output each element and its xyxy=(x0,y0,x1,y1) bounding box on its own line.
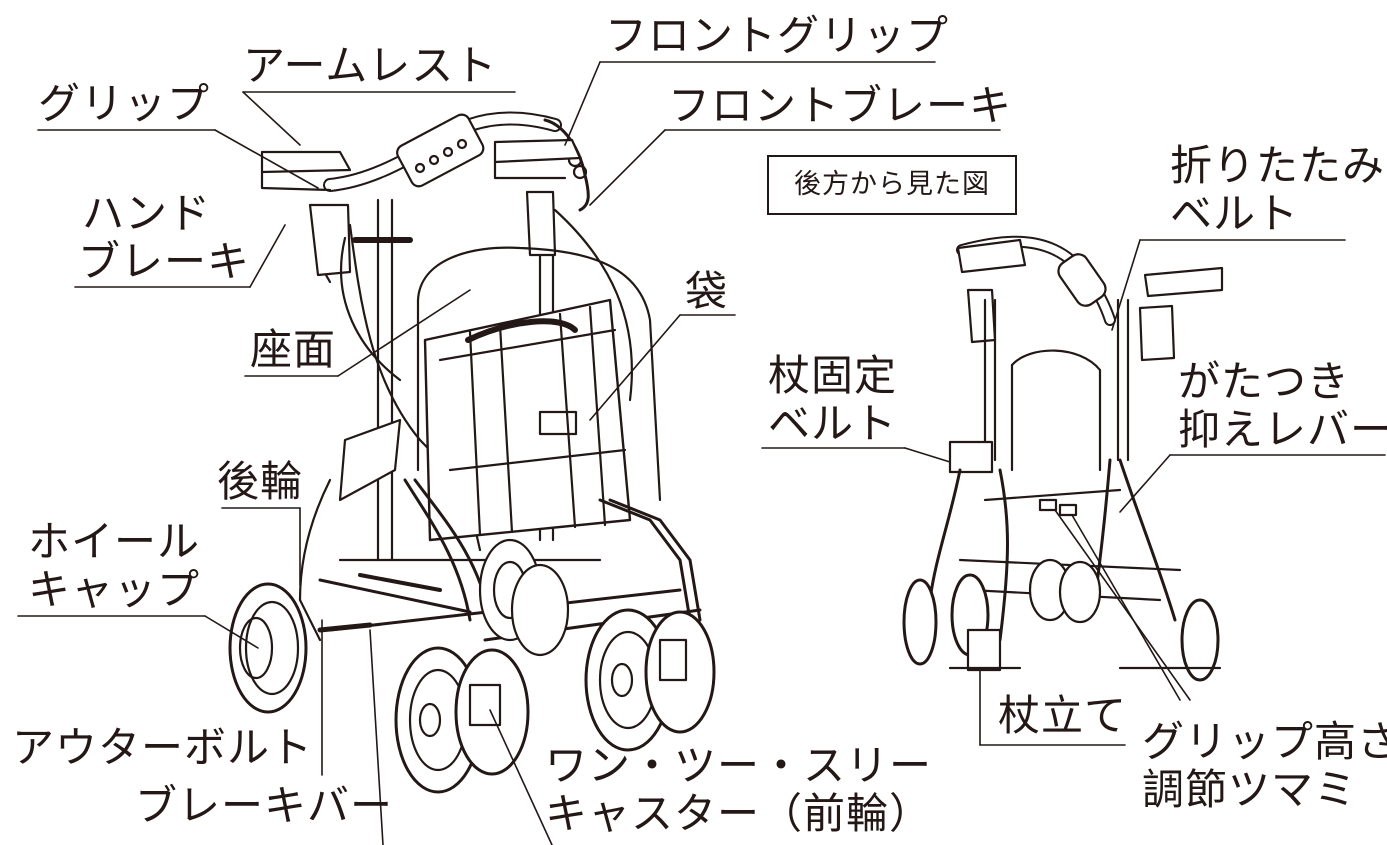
label-grip-height-line1: グリップ高さ xyxy=(1142,717,1387,766)
label-grip-height-line2: 調節ツマミ xyxy=(1142,765,1358,814)
label-fold-belt-line2: ベルト xyxy=(1170,189,1300,238)
label-cane-belt-line2: ベルト xyxy=(768,399,898,448)
label-front-grip: フロントグリップ xyxy=(605,11,950,60)
label-hand-brake-line2: ブレーキ xyxy=(78,237,251,286)
label-rattle-lever-line2: 抑えレバー xyxy=(1178,405,1387,454)
label-cane-stand: 杖立て xyxy=(998,691,1128,740)
label-front-brake: フロントブレーキ xyxy=(668,81,1013,130)
rear-view-caption-box: 後方から見た図 xyxy=(767,155,1017,215)
label-hand-brake-line1: ハンド xyxy=(82,189,212,238)
label-wheel-cap-line1: ホイール xyxy=(28,517,201,566)
label-cane-belt-line1: 杖固定 xyxy=(768,351,898,400)
label-rear-wheel: 後輪 xyxy=(217,457,304,506)
rear-view-walker xyxy=(902,235,1224,682)
label-armrest: アームレスト xyxy=(243,41,498,90)
label-fold-belt-line1: 折りたたみ xyxy=(1170,141,1386,190)
label-brake-bar: ブレーキバー xyxy=(135,781,394,830)
label-grip: グリップ xyxy=(38,79,211,128)
label-bag: 袋 xyxy=(685,267,729,316)
label-outer-bolt: アウターボルト xyxy=(12,723,314,772)
main-walker xyxy=(228,111,716,794)
label-caster-line1: ワン・ツー・スリー xyxy=(545,741,933,790)
label-seat: 座面 xyxy=(250,325,337,374)
label-wheel-cap-line2: キャップ xyxy=(28,565,201,614)
label-rattle-lever-line1: がたつき xyxy=(1178,357,1351,406)
label-caster-line2: キャスター（前輪） xyxy=(545,789,933,838)
leader-lines xyxy=(17,61,1386,845)
